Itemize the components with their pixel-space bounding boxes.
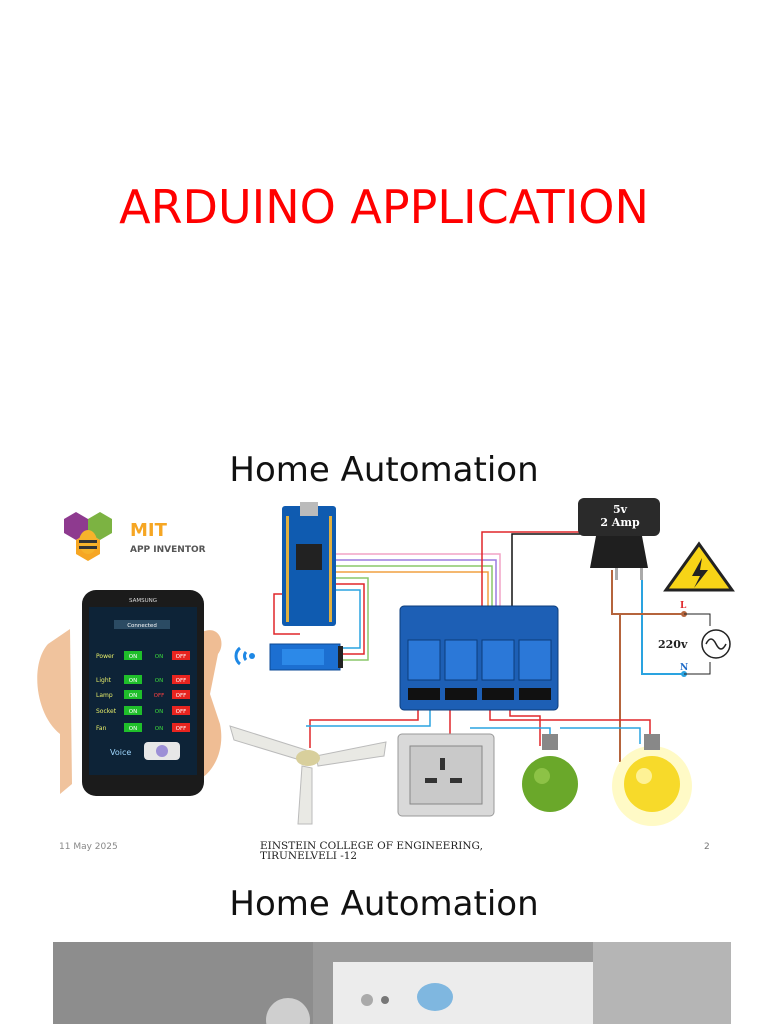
phone-control-row: Light ON ON OFF: [96, 675, 190, 684]
home-automation-diagram: MIT APP INVENTOR SAMSUNG Connected Power…: [37, 498, 735, 826]
relay-module: [399, 605, 559, 711]
svg-text:5v: 5v: [613, 503, 628, 516]
phone-toggle-button: OFF: [154, 693, 165, 699]
bluetooth-module: [269, 643, 343, 671]
relay-terminal: [482, 688, 514, 700]
wall-socket: [397, 733, 495, 817]
phone-row-label: Power: [96, 653, 115, 660]
relay-block: [518, 639, 552, 681]
phone-toggle-button: ON: [129, 654, 137, 660]
phone-toggle-button: OFF: [176, 678, 187, 684]
relay-terminal: [519, 688, 551, 700]
ceiling-fan: [229, 725, 387, 825]
green-light-bulb: [522, 734, 578, 812]
relay-terminal: [445, 688, 477, 700]
phone-row-label: Light: [96, 677, 112, 684]
mains-supply: L N 220v: [658, 601, 731, 677]
phone-toggle-button: ON: [155, 726, 163, 732]
phone-toggle-button: ON: [129, 678, 137, 684]
mit-app-inventor-logo: MIT APP INVENTOR: [64, 512, 206, 561]
svg-text:2 Amp: 2 Amp: [600, 516, 640, 529]
home-automation-photo: [53, 942, 731, 1024]
svg-text:Connected: Connected: [127, 623, 157, 629]
svg-text:Voice: Voice: [110, 748, 131, 757]
phone-row-label: Fan: [96, 725, 107, 732]
phone-control-row: Socket ON ON OFF: [96, 706, 190, 715]
phone-toggle-button: OFF: [176, 654, 187, 660]
phone-control-row: Fan ON ON OFF: [96, 723, 190, 732]
phone-control-row: Lamp ON OFF OFF: [96, 690, 190, 699]
svg-text:SAMSUNG: SAMSUNG: [129, 598, 157, 604]
slide-title: ARDUINO APPLICATION: [119, 180, 649, 234]
arduino-nano-board: [282, 502, 336, 626]
svg-text:L: L: [680, 601, 687, 611]
phone-toggle-button: ON: [129, 709, 137, 715]
svg-text:MIT: MIT: [130, 520, 168, 541]
slide-title: Home Automation: [229, 884, 539, 924]
phone-toggle-button: OFF: [176, 726, 187, 732]
phone-control-row: Power ON ON OFF: [96, 651, 190, 660]
phone-toggle-button: OFF: [176, 709, 187, 715]
high-voltage-warning-icon: [663, 541, 735, 592]
phone-row-label: Lamp: [96, 692, 113, 699]
wireless-signal-icon: [234, 646, 255, 666]
phone-toggle-button: OFF: [176, 693, 187, 699]
svg-text:APP INVENTOR: APP INVENTOR: [130, 545, 206, 555]
phone-toggle-button: ON: [155, 654, 163, 660]
relay-block: [444, 639, 478, 681]
title-slide: ARDUINO APPLICATION: [0, 0, 768, 430]
wiring: [273, 531, 684, 762]
slide-title: Home Automation: [229, 450, 539, 490]
home-automation-slide-2: Home Automation: [0, 870, 768, 1024]
phone-toggle-button: ON: [155, 678, 163, 684]
page-number: 2: [704, 842, 710, 852]
phone-toggle-button: ON: [129, 726, 137, 732]
yellow-light-bulb: [612, 734, 692, 826]
relay-block: [407, 639, 441, 681]
footer-date: 11 May 2025: [59, 842, 118, 852]
home-automation-slide: Home Automation MIT APP INVENTOR SAMSUNG…: [0, 430, 768, 870]
svg-text:220v: 220v: [658, 638, 688, 651]
phone-toggle-button: ON: [155, 709, 163, 715]
phone-row-label: Socket: [96, 708, 117, 715]
svg-text:N: N: [680, 663, 688, 673]
phone-toggle-button: ON: [129, 693, 137, 699]
relay-block: [481, 639, 515, 681]
power-adapter: 5v 2 Amp: [578, 498, 660, 580]
relay-terminal: [408, 688, 440, 700]
footer-institution: EINSTEIN COLLEGE OF ENGINEERING, TIRUNEL…: [260, 840, 483, 862]
